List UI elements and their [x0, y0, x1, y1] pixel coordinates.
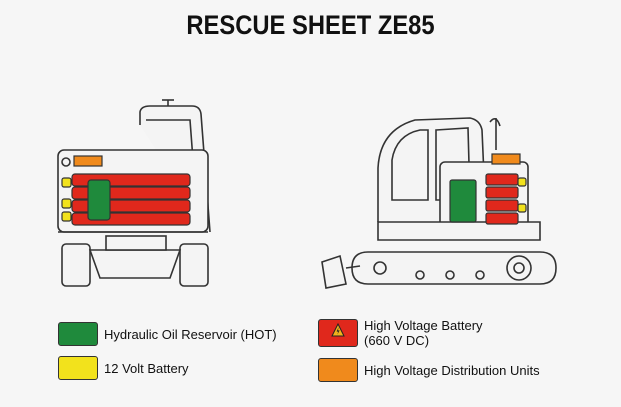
excavator-side-view: [321, 117, 557, 289]
side-hv-distribution-unit: [491, 153, 521, 165]
legend-label-hv-battery: High Voltage Battery (660 V DC): [364, 318, 483, 348]
rear-hv-distribution-unit: [73, 155, 103, 167]
hv-distribution-swatch: [318, 358, 358, 382]
side-12v-batteries: [517, 177, 527, 213]
high-voltage-warning-icon: [331, 323, 345, 337]
legend-item-hydraulic: Hydraulic Oil Reservoir (HOT): [58, 322, 277, 346]
legend-label-hv-distribution: High Voltage Distribution Units: [364, 362, 540, 378]
battery-12v-swatch: [58, 356, 98, 380]
legend-label-12v-battery: 12 Volt Battery: [104, 360, 189, 376]
legend-item-12v-battery: 12 Volt Battery: [58, 356, 189, 380]
legend-label-hv-battery-line2: (660 V DC): [364, 333, 430, 348]
rear-12v-batteries: [61, 177, 72, 222]
side-hv-battery-stack: [485, 173, 519, 225]
side-hydraulic-reservoir: [449, 179, 477, 223]
hydraulic-swatch: [58, 322, 98, 346]
hv-battery-swatch: [318, 319, 358, 347]
rear-hydraulic-reservoir: [87, 179, 111, 221]
legend-item-hv-battery: High Voltage Battery (660 V DC): [318, 318, 483, 348]
page-title: RESCUE SHEET ZE85: [186, 10, 435, 40]
legend-label-hydraulic: Hydraulic Oil Reservoir (HOT): [104, 326, 277, 342]
legend-label-hv-battery-line1: High Voltage Battery: [364, 318, 483, 333]
legend-item-hv-distribution: High Voltage Distribution Units: [318, 358, 540, 382]
